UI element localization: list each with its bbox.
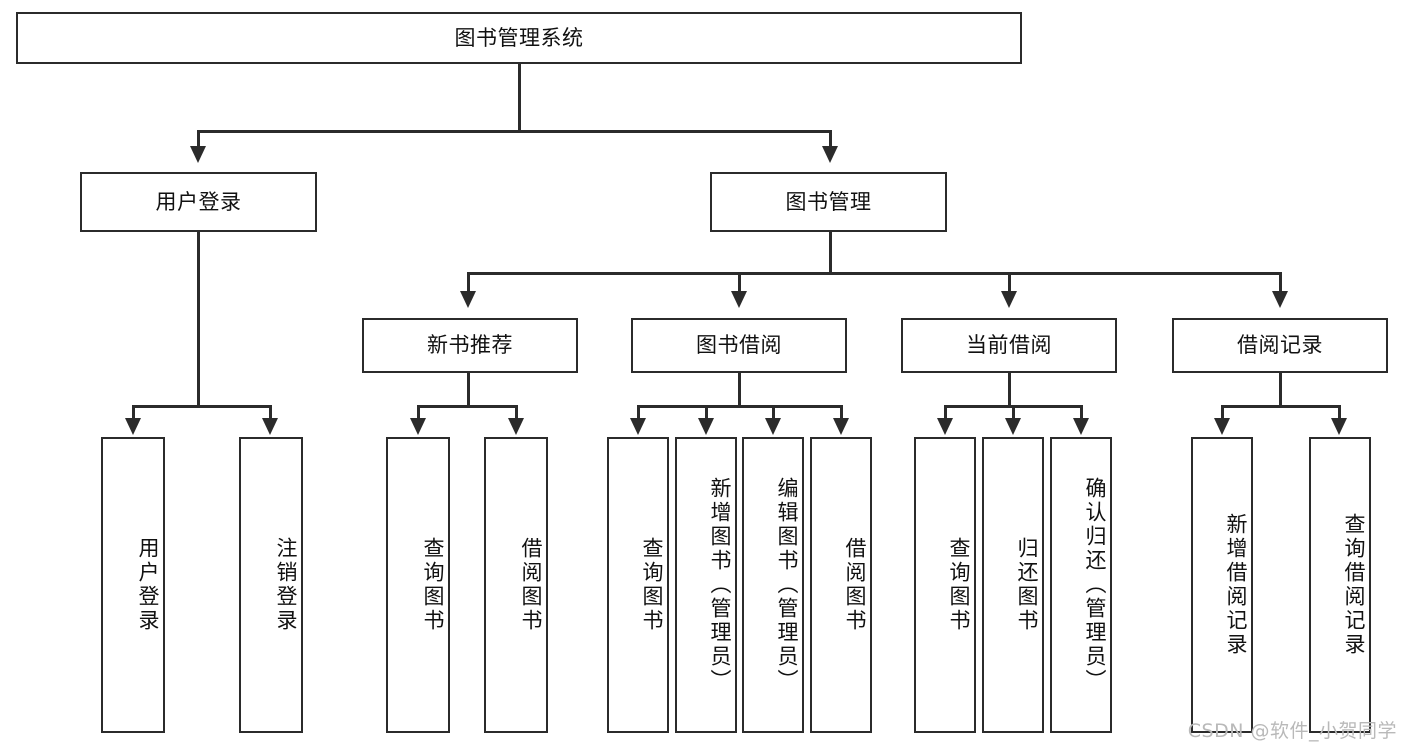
leaf-query-book-current[interactable]: 查询图书 xyxy=(914,437,976,733)
arrowhead-leaf-query-book-3 xyxy=(937,418,953,435)
connector-new-book-drop-2 xyxy=(515,405,518,419)
node-root-book-management-system[interactable]: 图书管理系统 xyxy=(16,12,1022,64)
leaf-logout[interactable]: 注销登录 xyxy=(239,437,303,733)
arrowhead-current-borrow xyxy=(1001,291,1017,308)
leaf-borrow-book-recommend[interactable]: 借阅图书 xyxy=(484,437,548,733)
connector-level2-bus xyxy=(197,130,831,133)
connector-current-borrow-drop-1 xyxy=(944,405,947,419)
arrowhead-leaf-query-record xyxy=(1331,418,1347,435)
leaf-query-book-recommend[interactable]: 查询图书 xyxy=(386,437,450,733)
leaf-query-book-borrow[interactable]: 查询图书 xyxy=(607,437,669,733)
connector-borrow-record-stem xyxy=(1279,373,1282,405)
connector-user-login-bus xyxy=(132,405,270,408)
connector-book-borrow-bus xyxy=(637,405,843,408)
node-label: 图书借阅 xyxy=(696,333,782,358)
connector-user-login-stem xyxy=(197,232,200,405)
connector-user-login-drop-2 xyxy=(269,405,272,419)
arrowhead-new-book-recommend xyxy=(460,291,476,308)
arrowhead-book-management xyxy=(822,146,838,163)
connector-root-stem xyxy=(518,64,521,130)
arrowhead-leaf-confirm-return xyxy=(1073,418,1089,435)
node-label: 图书管理 xyxy=(785,189,872,214)
leaf-add-borrow-record[interactable]: 新增借阅记录 xyxy=(1191,437,1253,733)
connector-borrow-record-bus xyxy=(1221,405,1341,408)
node-label: 当前借阅 xyxy=(966,333,1052,358)
connector-borrow-record-drop-1 xyxy=(1221,405,1224,419)
arrowhead-leaf-return-book xyxy=(1005,418,1021,435)
arrowhead-leaf-add-record xyxy=(1214,418,1230,435)
node-label: 查询图书 xyxy=(640,537,664,633)
connector-new-book-drop-1 xyxy=(417,405,420,419)
node-label: 借阅记录 xyxy=(1237,333,1323,358)
leaf-confirm-return-admin[interactable]: 确认归还（管理员） xyxy=(1050,437,1112,733)
arrowhead-user-login xyxy=(190,146,206,163)
connector-book-borrow-drop-3 xyxy=(772,405,775,419)
leaf-add-book-admin[interactable]: 新增图书（管理员） xyxy=(675,437,737,733)
arrowhead-leaf-user-login xyxy=(125,418,141,435)
connector-book-borrow-drop-1 xyxy=(637,405,640,419)
node-label: 查询借阅记录 xyxy=(1342,513,1366,657)
node-label: 注销登录 xyxy=(274,537,298,633)
connector-book-borrow-drop-2 xyxy=(705,405,708,419)
arrowhead-borrow-record xyxy=(1272,291,1288,308)
connector-borrow-record-drop-2 xyxy=(1338,405,1341,419)
arrowhead-leaf-query-book-2 xyxy=(630,418,646,435)
arrowhead-leaf-query-book-1 xyxy=(410,418,426,435)
node-borrow-record[interactable]: 借阅记录 xyxy=(1172,318,1388,373)
leaf-user-login[interactable]: 用户登录 xyxy=(101,437,165,733)
connector-new-book-bus xyxy=(417,405,518,408)
leaf-borrow-book[interactable]: 借阅图书 xyxy=(810,437,872,733)
connector-book-borrow-drop-4 xyxy=(840,405,843,419)
arrowhead-leaf-borrow-book-1 xyxy=(508,418,524,435)
node-label: 用户登录 xyxy=(136,537,160,633)
node-label: 新增借阅记录 xyxy=(1224,513,1248,657)
node-label: 查询图书 xyxy=(421,537,445,633)
node-label: 归还图书 xyxy=(1015,537,1039,633)
arrowhead-leaf-borrow-book-2 xyxy=(833,418,849,435)
connector-to-user-login xyxy=(197,130,200,148)
connector-level3-bus xyxy=(467,272,1280,275)
connector-book-management-stem xyxy=(829,232,832,272)
node-current-borrow[interactable]: 当前借阅 xyxy=(901,318,1117,373)
node-label: 图书管理系统 xyxy=(454,25,584,50)
arrowhead-book-borrow xyxy=(731,291,747,308)
connector-current-borrow-drop-3 xyxy=(1080,405,1083,419)
arrowhead-leaf-logout xyxy=(262,418,278,435)
connector-to-book-management xyxy=(829,130,832,148)
connector-to-new-book xyxy=(467,272,470,292)
csdn-watermark: CSDN @软件_小贺同学 xyxy=(1187,720,1397,742)
node-label: 查询图书 xyxy=(947,537,971,633)
connector-current-borrow-stem xyxy=(1008,373,1011,405)
node-label: 借阅图书 xyxy=(843,537,867,633)
arrowhead-leaf-add-book xyxy=(698,418,714,435)
node-label: 新增图书（管理员） xyxy=(708,477,732,693)
leaf-query-borrow-record[interactable]: 查询借阅记录 xyxy=(1309,437,1371,733)
connector-user-login-drop-1 xyxy=(132,405,135,419)
node-book-borrow[interactable]: 图书借阅 xyxy=(631,318,847,373)
node-label: 编辑图书（管理员） xyxy=(775,477,799,693)
leaf-edit-book-admin[interactable]: 编辑图书（管理员） xyxy=(742,437,804,733)
connector-book-borrow-stem xyxy=(738,373,741,405)
node-label: 借阅图书 xyxy=(519,537,543,633)
connector-to-borrow-record xyxy=(1279,272,1282,292)
connector-to-book-borrow xyxy=(738,272,741,292)
leaf-return-book[interactable]: 归还图书 xyxy=(982,437,1044,733)
node-label: 新书推荐 xyxy=(427,333,513,358)
node-label: 确认归还（管理员） xyxy=(1083,477,1107,693)
arrowhead-leaf-edit-book xyxy=(765,418,781,435)
node-label: 用户登录 xyxy=(155,189,242,214)
connector-to-current-borrow xyxy=(1008,272,1011,292)
connector-new-book-stem xyxy=(467,373,470,405)
node-user-login[interactable]: 用户登录 xyxy=(80,172,317,232)
node-new-book-recommend[interactable]: 新书推荐 xyxy=(362,318,578,373)
connector-current-borrow-drop-2 xyxy=(1012,405,1015,419)
node-book-management[interactable]: 图书管理 xyxy=(710,172,947,232)
